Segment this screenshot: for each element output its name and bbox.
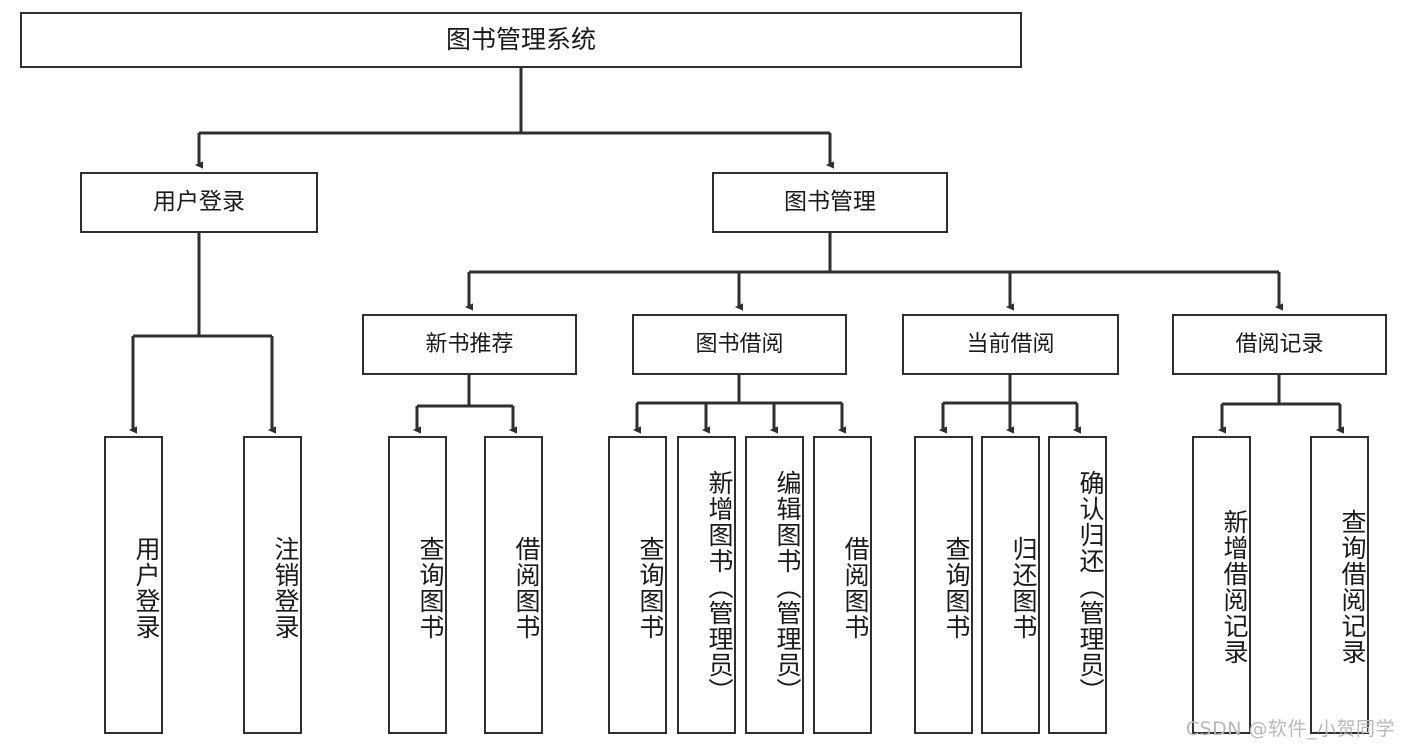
leaf-user-login[interactable]: 用户登录 xyxy=(104,436,163,734)
leaf-logout-login[interactable]: 注销登录 xyxy=(243,436,302,734)
leaf-query-book-recommend[interactable]: 查询图书 xyxy=(388,436,447,734)
node-book-borrow[interactable]: 图书借阅 xyxy=(632,314,847,375)
node-label: 归还图书 xyxy=(1009,536,1038,640)
leaf-confirm-return-admin[interactable]: 确认归还（管理员） xyxy=(1048,436,1107,734)
node-label: 借阅图书 xyxy=(841,536,870,640)
node-label: 新增图书（管理员） xyxy=(705,470,734,704)
node-label: 查询图书 xyxy=(416,536,445,640)
node-current-borrow[interactable]: 当前借阅 xyxy=(902,314,1119,375)
node-label: 用户登录 xyxy=(153,188,245,215)
leaf-query-borrow-record[interactable]: 查询借阅记录 xyxy=(1310,436,1369,734)
node-borrow-record[interactable]: 借阅记录 xyxy=(1172,314,1387,375)
node-label: 图书管理系统 xyxy=(445,25,596,55)
node-label: 图书借阅 xyxy=(695,331,784,357)
node-label: 借阅图书 xyxy=(512,536,541,640)
node-label: 借阅记录 xyxy=(1235,331,1324,357)
node-label: 查询图书 xyxy=(942,536,971,640)
node-new-book-recommend[interactable]: 新书推荐 xyxy=(362,314,577,375)
node-label: 图书管理 xyxy=(784,188,876,215)
node-label: 查询借阅记录 xyxy=(1338,509,1367,665)
watermark-text: CSDN @软件_小贺同学 xyxy=(1185,718,1395,740)
leaf-edit-book-admin[interactable]: 编辑图书（管理员） xyxy=(745,436,804,734)
node-label: 查询图书 xyxy=(636,536,665,640)
leaf-borrow-book-recommend[interactable]: 借阅图书 xyxy=(484,436,543,734)
node-user-login[interactable]: 用户登录 xyxy=(80,172,318,233)
leaf-add-book-admin[interactable]: 新增图书（管理员） xyxy=(677,436,736,734)
leaf-add-borrow-record[interactable]: 新增借阅记录 xyxy=(1192,436,1251,734)
node-label: 新增借阅记录 xyxy=(1220,509,1249,665)
node-label: 确认归还（管理员） xyxy=(1076,470,1105,704)
node-book-management[interactable]: 图书管理 xyxy=(712,172,948,233)
leaf-query-book-borrow[interactable]: 查询图书 xyxy=(608,436,667,734)
node-label: 用户登录 xyxy=(132,536,161,640)
leaf-return-book[interactable]: 归还图书 xyxy=(981,436,1040,734)
node-label: 新书推荐 xyxy=(425,331,514,357)
node-label: 注销登录 xyxy=(271,536,300,640)
node-label: 当前借阅 xyxy=(966,331,1055,357)
node-root-system[interactable]: 图书管理系统 xyxy=(20,12,1022,68)
leaf-borrow-book[interactable]: 借阅图书 xyxy=(813,436,872,734)
leaf-query-book-current[interactable]: 查询图书 xyxy=(914,436,973,734)
node-label: 编辑图书（管理员） xyxy=(773,470,802,704)
